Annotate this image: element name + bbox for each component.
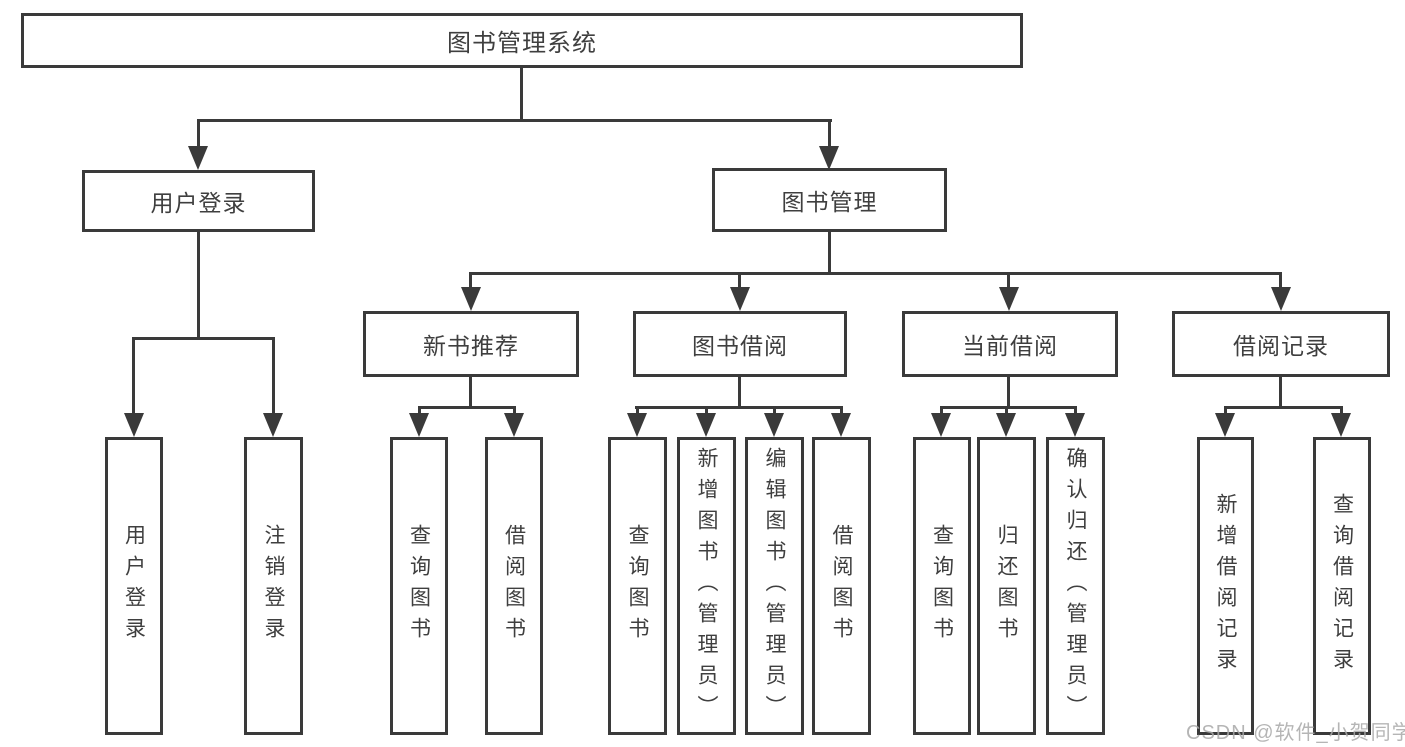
arrow-stem	[828, 119, 831, 149]
leaf-edit-books-admin: 编辑图书（管理员）	[745, 437, 804, 735]
connector-records-vline	[1279, 377, 1282, 409]
leaf-logout: 注销登录	[244, 437, 303, 735]
arrow-down-icon	[124, 413, 144, 437]
arrow-down-icon	[730, 287, 750, 311]
arrow-stem	[738, 272, 741, 290]
arrow-stem	[840, 406, 843, 416]
connector-newbook-hline	[418, 406, 516, 409]
leaf-confirm-return-admin: 确认归还（管理员）	[1046, 437, 1105, 735]
connector-borrowing-vline	[738, 377, 741, 409]
connector-borrowing-hline	[635, 406, 843, 409]
node-book-borrowing: 图书借阅	[633, 311, 847, 377]
arrow-down-icon	[696, 413, 716, 437]
node-book-management: 图书管理	[712, 168, 947, 232]
arrow-stem	[418, 406, 421, 416]
leaf-return-books: 归还图书	[977, 437, 1036, 735]
leaf-add-books-admin: 新增图书（管理员）	[677, 437, 736, 735]
arrow-down-icon	[1065, 413, 1085, 437]
node-root: 图书管理系统	[21, 13, 1023, 68]
arrow-stem	[132, 337, 135, 415]
arrow-stem	[1005, 406, 1008, 416]
arrow-down-icon	[461, 287, 481, 311]
leaf-borrow-books-2: 借阅图书	[812, 437, 871, 735]
leaf-user-login: 用户登录	[105, 437, 163, 735]
watermark: CSDN @软件_小贺同学	[1186, 722, 1405, 744]
arrow-stem	[773, 406, 776, 416]
connector-userlogin-hline	[132, 337, 275, 340]
node-user-login: 用户登录	[82, 170, 315, 232]
connector-root-vline	[520, 68, 523, 122]
arrow-down-icon	[999, 287, 1019, 311]
arrow-stem	[469, 272, 472, 290]
arrow-down-icon	[1271, 287, 1291, 311]
leaf-add-borrow-record: 新增借阅记录	[1197, 437, 1254, 735]
arrow-stem	[272, 337, 275, 415]
arrow-down-icon	[764, 413, 784, 437]
arrow-down-icon	[504, 413, 524, 437]
leaf-query-books-3: 查询图书	[913, 437, 971, 735]
node-borrowing-records: 借阅记录	[1172, 311, 1390, 377]
arrow-stem	[513, 406, 516, 416]
arrow-down-icon	[409, 413, 429, 437]
arrow-down-icon	[627, 413, 647, 437]
arrow-stem	[1279, 272, 1282, 290]
arrow-stem	[940, 406, 943, 416]
leaf-query-books-1: 查询图书	[390, 437, 448, 735]
arrow-down-icon	[819, 146, 839, 170]
arrow-stem	[1007, 272, 1010, 290]
node-current-borrowing: 当前借阅	[902, 311, 1118, 377]
arrow-down-icon	[831, 413, 851, 437]
arrow-stem	[197, 119, 200, 149]
leaf-query-books-2: 查询图书	[608, 437, 667, 735]
connector-current-hline	[940, 406, 1077, 409]
arrow-down-icon	[996, 413, 1016, 437]
arrow-down-icon	[188, 146, 208, 170]
connector-records-hline	[1224, 406, 1343, 409]
connector-newbook-vline	[469, 377, 472, 409]
arrow-stem	[1224, 406, 1227, 416]
connector-root-hline	[197, 119, 832, 122]
arrow-down-icon	[931, 413, 951, 437]
arrow-down-icon	[263, 413, 283, 437]
connector-bookmgmt-hline	[469, 272, 1282, 275]
connector-bookmgmt-vline	[828, 232, 831, 275]
node-new-book-recommend: 新书推荐	[363, 311, 579, 377]
connector-userlogin-vline	[197, 232, 200, 340]
arrow-stem	[705, 406, 708, 416]
arrow-down-icon	[1215, 413, 1235, 437]
leaf-borrow-books-1: 借阅图书	[485, 437, 543, 735]
arrow-stem	[1074, 406, 1077, 416]
arrow-stem	[636, 406, 639, 416]
arrow-stem	[1340, 406, 1343, 416]
arrow-down-icon	[1331, 413, 1351, 437]
connector-current-vline	[1007, 377, 1010, 409]
leaf-query-borrow-record: 查询借阅记录	[1313, 437, 1371, 735]
